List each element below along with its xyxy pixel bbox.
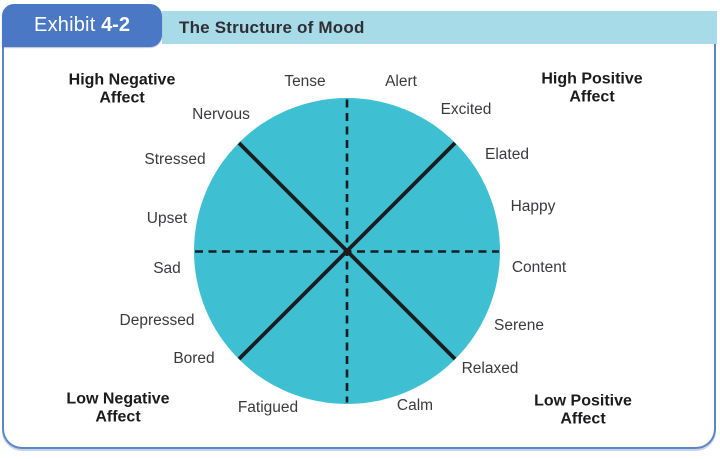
- mood-label-happy: Happy: [510, 198, 556, 215]
- quadrant-text-line1: High Negative: [68, 71, 176, 89]
- quadrant-text-line2: Affect: [560, 411, 606, 428]
- exhibit-tab: Exhibit 4-2: [2, 4, 162, 47]
- mood-label-calm: Calm: [396, 397, 434, 414]
- quadrant-text-line1: Low Negative: [66, 390, 170, 408]
- quadrant-label-low-negative-affect: Low Negative Affect: [66, 391, 169, 428]
- quadrant-text-line2: Affect: [95, 409, 141, 426]
- mood-label-alert: Alert: [385, 73, 417, 90]
- mood-label-serene: Serene: [494, 317, 544, 334]
- quadrant-text-line1: Low Positive: [534, 392, 632, 410]
- quadrant-text-line2: Affect: [569, 89, 615, 106]
- quadrant-text-line2: Affect: [99, 90, 145, 107]
- mood-label-content: Content: [511, 259, 567, 276]
- figure-title: The Structure of Mood: [179, 17, 365, 37]
- quadrant-label-high-negative-affect: High Negative Affect: [69, 72, 176, 109]
- mood-label-upset: Upset: [146, 210, 188, 227]
- mood-label-bored: Bored: [173, 350, 215, 367]
- mood-label-depressed: Depressed: [119, 312, 195, 329]
- exhibit-word: Exhibit: [34, 14, 96, 36]
- mood-label-excited: Excited: [440, 101, 492, 118]
- title-bar: The Structure of Mood: [162, 11, 717, 44]
- mood-label-fatigued: Fatigued: [237, 399, 299, 416]
- mood-label-nervous: Nervous: [192, 106, 250, 123]
- quadrant-label-high-positive-affect: High Positive Affect: [541, 71, 642, 108]
- mood-label-stressed: Stressed: [144, 151, 206, 168]
- mood-label-elated: Elated: [485, 146, 529, 163]
- mood-label-relaxed: Relaxed: [461, 360, 519, 377]
- exhibit-number: 4-2: [101, 14, 130, 36]
- diagonal-line-elated-bored: [237, 141, 457, 361]
- quadrant-text-line1: High Positive: [541, 70, 643, 88]
- quadrant-label-low-positive-affect: Low Positive Affect: [534, 393, 632, 430]
- mood-label-tense: Tense: [284, 73, 326, 90]
- mood-label-sad: Sad: [153, 260, 181, 277]
